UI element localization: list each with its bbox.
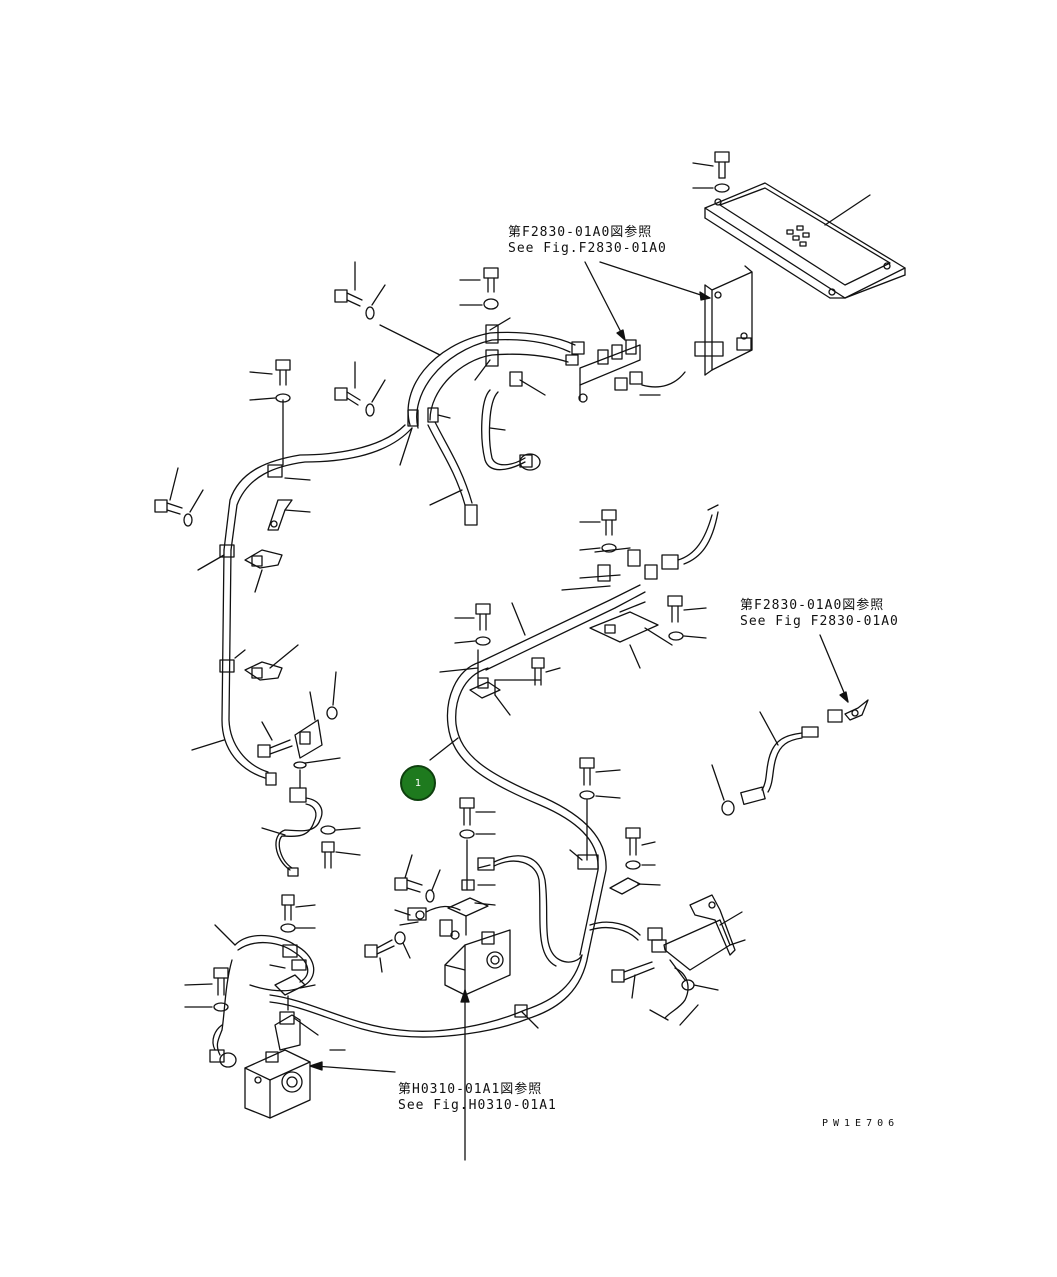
leader-lines	[192, 555, 298, 750]
washer	[626, 861, 640, 869]
reference-label-bottom-en: See Fig.H0310-01A1	[398, 1098, 557, 1113]
washer	[321, 826, 335, 834]
lower-left-assembly	[215, 895, 345, 1055]
clamp	[245, 662, 282, 680]
reference-label-top-en: See Fig.F2830-01A0	[508, 241, 667, 256]
reference-label-top: 第F2830-01A0図参照 See Fig.F2830-01A0	[508, 225, 667, 257]
washer	[602, 544, 616, 552]
reference-label-right-en: See Fig F2830-01A0	[740, 614, 899, 629]
part-callout-1[interactable]: 1	[400, 765, 436, 801]
washer	[214, 1003, 228, 1011]
bolt	[250, 360, 290, 385]
washer	[460, 830, 474, 838]
reference-arrows-top	[585, 262, 710, 340]
bolt	[155, 468, 182, 514]
upper-harness	[224, 325, 575, 550]
reference-label-bottom: 第H0310-01A1図参照 See Fig.H0310-01A1	[398, 1082, 557, 1114]
switch-assembly	[395, 865, 495, 939]
reference-label-top-jp: 第F2830-01A0図参照	[508, 225, 653, 240]
clamp	[470, 650, 510, 715]
bracket	[295, 672, 337, 758]
washer	[484, 299, 498, 309]
cover-plate	[705, 183, 905, 298]
bolt	[365, 940, 394, 972]
bolt	[460, 268, 498, 292]
bolt	[612, 962, 654, 998]
washer	[395, 932, 405, 944]
bolt	[185, 968, 228, 995]
mount-bracket	[695, 266, 752, 375]
washer	[184, 514, 192, 526]
washer	[580, 791, 594, 799]
bolt	[395, 855, 422, 892]
bolt	[532, 658, 560, 685]
bolt	[322, 842, 360, 868]
bolt	[668, 596, 706, 622]
washer	[715, 184, 729, 192]
pressure-sensor	[210, 1025, 236, 1067]
left-harness	[220, 545, 276, 785]
washer	[366, 404, 374, 416]
washer	[366, 307, 374, 319]
right-sensor	[712, 635, 868, 815]
center-harness	[447, 505, 718, 955]
clamp	[245, 550, 282, 568]
reference-label-right: 第F2830-01A0図参照 See Fig F2830-01A0	[740, 598, 899, 630]
leader-lines	[285, 318, 545, 512]
bolt	[626, 828, 655, 855]
valve-block	[445, 930, 510, 1160]
mount-plate	[590, 602, 658, 668]
bolt	[258, 722, 292, 757]
bolt	[580, 510, 616, 535]
bolt	[693, 152, 729, 178]
left-sensor-lead	[262, 758, 340, 876]
bolt	[335, 362, 360, 405]
reference-label-bottom-jp: 第H0310-01A1図参照	[398, 1082, 543, 1097]
leader-lines	[430, 603, 540, 760]
clamp	[268, 500, 292, 530]
lower-right-bracket	[648, 895, 745, 1025]
bolt	[455, 604, 490, 630]
lower-harness	[270, 856, 640, 1037]
bolt	[335, 262, 362, 306]
drawing-code: PW1E706	[822, 1118, 900, 1129]
manifold-block	[245, 1050, 395, 1118]
washer	[669, 632, 683, 640]
washer	[426, 890, 434, 902]
clamp	[610, 878, 640, 894]
reference-label-right-jp: 第F2830-01A0図参照	[740, 598, 885, 613]
bolt	[580, 758, 620, 785]
connector-block	[566, 340, 685, 402]
bolt	[460, 798, 495, 825]
washer	[476, 637, 490, 645]
